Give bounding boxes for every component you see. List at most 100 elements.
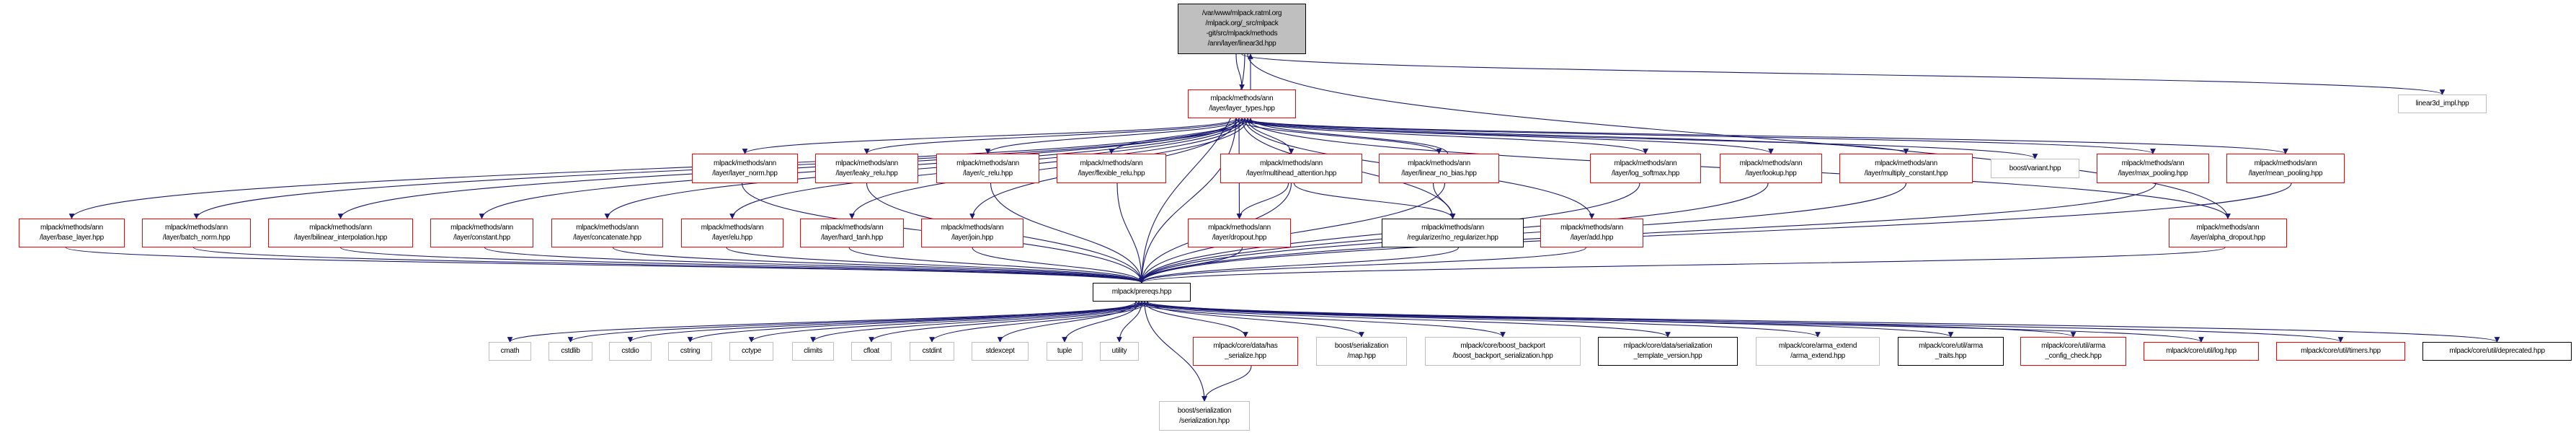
edge-mean_pooling-to-prereqs	[1139, 183, 2292, 284]
node-has-serialize[interactable]: mlpack/core/data/has _serialize.hpp	[1193, 337, 1298, 366]
node-cstdlib[interactable]: cstdlib	[548, 342, 592, 361]
edge-prereqs-to-boost_backport	[1135, 301, 1506, 338]
edge-prereqs-to-stdexcept	[997, 301, 1137, 343]
node-cfloat[interactable]: cfloat	[851, 342, 892, 361]
node-prereqs[interactable]: mlpack/prereqs.hpp	[1093, 283, 1191, 302]
node-utility[interactable]: utility	[1100, 342, 1139, 361]
edge-add-to-prereqs	[1139, 247, 1587, 284]
edge-layer_types-to-c_relu	[985, 118, 1243, 154]
node-join[interactable]: mlpack/methods/ann /layer/join.hpp	[921, 219, 1023, 247]
node-elu[interactable]: mlpack/methods/ann /layer/elu.hpp	[681, 219, 783, 247]
edge-root-to-alpha_dropout	[1247, 53, 2231, 219]
node-cctype[interactable]: cctype	[729, 342, 773, 361]
edge-layer_types-to-leaky_relu	[863, 118, 1240, 154]
node-base-layer[interactable]: mlpack/methods/ann /layer/base_layer.hpp	[19, 219, 125, 247]
node-alpha-dropout[interactable]: mlpack/methods/ann /layer/alpha_dropout.…	[2169, 219, 2287, 247]
edge-prereqs-to-climits	[810, 301, 1142, 343]
node-log-softmax[interactable]: mlpack/methods/ann /layer/log_softmax.hp…	[1590, 154, 1701, 183]
edge-root-to-layer_types	[1235, 53, 1245, 90]
node-root[interactable]: /var/www/mlpack.ratml.org /mlpack.org/_s…	[1178, 4, 1306, 54]
edge-layer_types-to-multiply_constant	[1247, 118, 1909, 154]
node-deprecated[interactable]: mlpack/core/util/deprecated.hpp	[2422, 342, 2572, 361]
edge-layer_types-to-variant	[1235, 118, 2038, 159]
node-batch-norm[interactable]: mlpack/methods/ann /layer/batch_norm.hpp	[142, 219, 251, 247]
edge-prereqs-to-cmath	[507, 301, 1142, 343]
edge-prereqs-to-timers	[1138, 301, 2343, 343]
edge-prereqs-to-arma_extend	[1141, 301, 1821, 338]
edge-no_regularizer-to-prereqs	[1139, 247, 1460, 284]
edge-linear_no_bias-to-prereqs	[1139, 183, 1446, 284]
node-no-regularizer[interactable]: mlpack/methods/ann /regularizer/no_regul…	[1382, 219, 1524, 247]
node-add[interactable]: mlpack/methods/ann /layer/add.hpp	[1540, 219, 1643, 247]
edge-concatenate-to-prereqs	[612, 247, 1145, 284]
node-arma-config-check[interactable]: mlpack/core/util/arma _config_check.hpp	[2020, 337, 2126, 366]
edge-layer_types-to-base_layer	[68, 118, 1245, 219]
node-serialization[interactable]: boost/serialization /serialization.hpp	[1159, 401, 1250, 431]
node-mean-pooling[interactable]: mlpack/methods/ann /layer/mean_pooling.h…	[2226, 154, 2345, 183]
node-cstdint[interactable]: cstdint	[910, 342, 954, 361]
node-timers[interactable]: mlpack/core/util/timers.hpp	[2276, 342, 2405, 361]
edge-hard_tanh-to-prereqs	[848, 247, 1145, 284]
node-stdexcept[interactable]: stdexcept	[972, 342, 1029, 361]
node-layer-types[interactable]: mlpack/methods/ann /layer/layer_types.hp…	[1188, 89, 1296, 118]
edge-layer_types-to-mean_pooling	[1241, 118, 2288, 154]
edge-batch_norm-to-prereqs	[192, 247, 1145, 284]
edge-layer_types-to-linear_no_bias	[1235, 118, 1442, 154]
edge-multiply_constant-to-prereqs	[1139, 183, 1907, 284]
edge-layer_types-to-concatenate	[604, 118, 1243, 219]
node-c-relu[interactable]: mlpack/methods/ann /layer/c_relu.hpp	[936, 154, 1039, 183]
edge-prereqs-to-tuple	[1062, 301, 1140, 343]
edge-flexible_relu-to-prereqs	[1116, 183, 1145, 284]
node-layer-norm[interactable]: mlpack/methods/ann /layer/layer_norm.hpp	[692, 154, 798, 183]
node-cstdio[interactable]: cstdio	[609, 342, 652, 361]
node-log[interactable]: mlpack/core/util/log.hpp	[2144, 342, 2259, 361]
edge-layer_types-to-prereqs	[1139, 118, 1237, 284]
node-cmath[interactable]: cmath	[489, 342, 531, 361]
edge-prereqs-to-serialization	[1144, 301, 1207, 402]
node-boost-backport[interactable]: mlpack/core/boost_backport /boost_backpo…	[1425, 337, 1581, 366]
edge-multihead-to-no_regularizer	[1293, 183, 1456, 219]
node-arma-traits[interactable]: mlpack/core/util/arma _traits.hpp	[1898, 337, 2004, 366]
node-leaky-relu[interactable]: mlpack/methods/ann /layer/leaky_relu.hpp	[815, 154, 918, 183]
edge-prereqs-to-cctype	[748, 301, 1140, 343]
node-cstring[interactable]: cstring	[668, 342, 712, 361]
node-constant[interactable]: mlpack/methods/ann /layer/constant.hpp	[430, 219, 533, 247]
node-multihead[interactable]: mlpack/methods/ann /layer/multihead_atte…	[1220, 154, 1362, 183]
node-flexible-relu[interactable]: mlpack/methods/ann /layer/flexible_relu.…	[1057, 154, 1166, 183]
edge-linear_no_bias-to-no_regularizer	[1432, 183, 1456, 219]
edge-multihead-to-dropout	[1236, 183, 1289, 219]
edge-has_serialize-to-serialization	[1202, 365, 1252, 402]
edge-prereqs-to-template_version	[1138, 301, 1671, 338]
node-max-pooling[interactable]: mlpack/methods/ann /layer/max_pooling.hp…	[2097, 154, 2209, 183]
edge-layer_types-to-log_softmax	[1241, 118, 1648, 154]
node-map[interactable]: boost/serialization /map.hpp	[1316, 337, 1407, 366]
edge-elu-to-prereqs	[726, 247, 1145, 284]
node-concatenate[interactable]: mlpack/methods/ann /layer/concatenate.hp…	[551, 219, 663, 247]
edge-join-to-prereqs	[972, 247, 1145, 284]
edge-prereqs-to-map	[1147, 301, 1364, 338]
node-lookup[interactable]: mlpack/methods/ann /layer/lookup.hpp	[1720, 154, 1822, 183]
node-linear3d-impl[interactable]: linear3d_impl.hpp	[2398, 95, 2487, 113]
edge-layer_types-to-max_pooling	[1238, 118, 2156, 154]
edge-dropout-to-prereqs	[1139, 247, 1243, 284]
node-variant[interactable]: boost/variant.hpp	[1991, 159, 2079, 178]
edge-prereqs-to-cstring	[687, 301, 1137, 343]
edge-root-to-linear3d_impl	[1241, 53, 2445, 95]
node-climits[interactable]: climits	[792, 342, 834, 361]
edge-constant-to-prereqs	[484, 247, 1145, 284]
node-dropout[interactable]: mlpack/methods/ann /layer/dropout.hpp	[1188, 219, 1291, 247]
edge-bilinear-to-prereqs	[339, 247, 1145, 284]
node-arma-extend[interactable]: mlpack/core/arma_extend /arma_extend.hpp	[1756, 337, 1880, 366]
edge-c_relu-to-prereqs	[990, 183, 1145, 284]
node-linear-no-bias[interactable]: mlpack/methods/ann /layer/linear_no_bias…	[1379, 154, 1499, 183]
node-multiply-constant[interactable]: mlpack/methods/ann /layer/multiply_const…	[1839, 154, 1973, 183]
edge-prereqs-to-cstdint	[929, 301, 1148, 343]
edge-prereqs-to-deprecated	[1141, 301, 2500, 343]
node-hard-tanh[interactable]: mlpack/methods/ann /layer/hard_tanh.hpp	[800, 219, 904, 247]
node-template-version[interactable]: mlpack/core/data/serialization _template…	[1598, 337, 1738, 366]
node-tuple[interactable]: tuple	[1047, 342, 1083, 361]
node-bilinear[interactable]: mlpack/methods/ann /layer/bilinear_inter…	[268, 219, 413, 247]
edge-prereqs-to-cstdlib	[567, 301, 1145, 343]
